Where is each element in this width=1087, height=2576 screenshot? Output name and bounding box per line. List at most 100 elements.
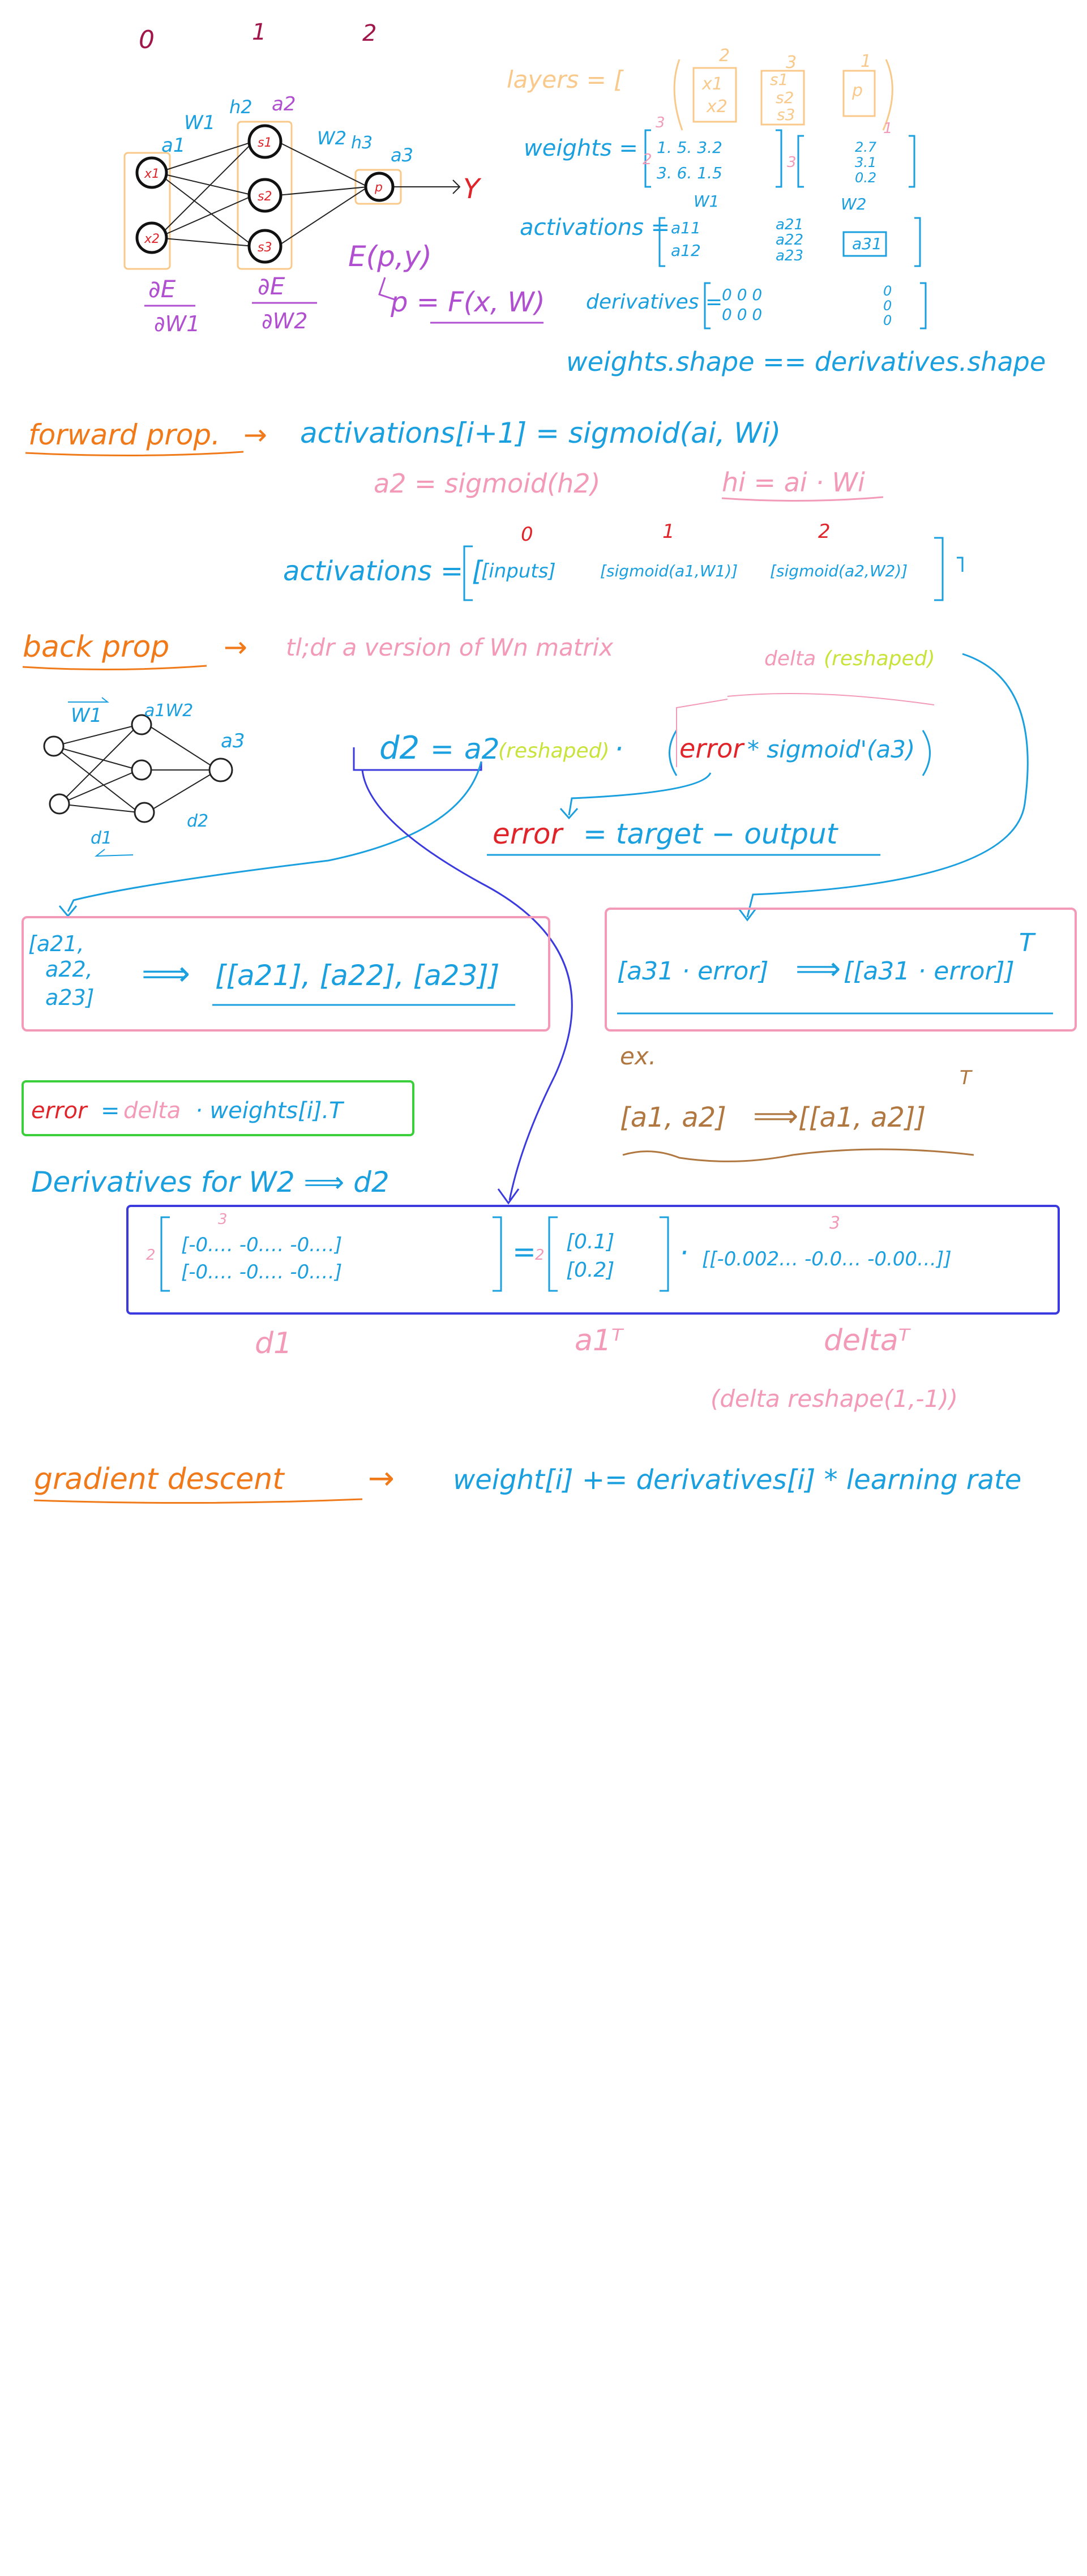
- label-w1: W1: [184, 112, 215, 134]
- svg-text:x1: x1: [701, 74, 723, 94]
- node-s1: s1: [247, 124, 283, 159]
- derivatives-blue-box: 2 3 [-0.… -0.… -0.…] [-0.… -0.… -0.…] = …: [126, 1205, 1060, 1315]
- input-layer-box: [123, 152, 171, 270]
- layer-index-2: 2: [362, 20, 376, 46]
- label-a1: a1: [161, 134, 185, 157]
- svg-text:[a21,: [a21,: [28, 931, 84, 956]
- svg-text:0: 0: [883, 298, 892, 314]
- svg-text:d1: d1: [255, 1326, 292, 1360]
- shape-note: weights.shape == derivatives.shape: [566, 346, 1046, 377]
- svg-text:2: 2: [643, 151, 652, 168]
- gradient-descent-section: gradient descent → weight[i] += derivati…: [33, 1460, 1021, 1504]
- delta-note: delta: [764, 647, 816, 670]
- backprop-desc: tl;dr a version of Wn matrix: [286, 634, 614, 661]
- svg-text:a2: a2: [464, 733, 499, 765]
- forward-title: forward prop.: [28, 418, 220, 451]
- svg-text:a3: a3: [221, 730, 245, 752]
- svg-text:deltaᵀ: deltaᵀ: [824, 1324, 911, 1358]
- svg-text:T: T: [960, 1067, 973, 1089]
- output-arrow: [452, 179, 461, 194]
- svg-text:3: 3: [829, 1213, 840, 1233]
- layer-index-0: 0: [139, 25, 155, 54]
- svg-text:a21: a21: [776, 216, 803, 233]
- svg-text:a1ᵀ: a1ᵀ: [575, 1324, 624, 1358]
- small-network: W1 a1W2 a3 d1 d2: [43, 697, 245, 857]
- label-a2: a2: [272, 93, 296, 115]
- derivatives-label: derivatives =: [586, 290, 722, 314]
- svg-text:=: =: [430, 733, 454, 765]
- svg-text:p: p: [374, 181, 383, 195]
- svg-text:ex.: ex.: [620, 1042, 656, 1070]
- gradient-title: gradient descent: [34, 1462, 285, 1496]
- d2-equation: d2 = a2 (reshaped) · error * sigmoid'(a3…: [379, 693, 935, 776]
- svg-text:∂E: ∂E: [148, 275, 176, 303]
- svg-text:d2: d2: [379, 730, 420, 767]
- svg-text:[[a1, a2]]: [[a1, a2]]: [798, 1102, 926, 1133]
- weights-w2-matrix: 3 1 2.7 3.1 0.2 W2: [787, 120, 915, 213]
- pink-box-left: [a21, a22, a23] ⟹ [[a21], [a22], [a23]]: [22, 916, 550, 1032]
- svg-text:a22,: a22,: [45, 957, 93, 982]
- svg-text:=: =: [101, 1098, 120, 1124]
- layers-label: layers = [: [507, 66, 624, 93]
- svg-text:W2: W2: [841, 195, 867, 213]
- error-definition: error = target − output: [487, 818, 880, 856]
- derivatives-labels: d1 a1ᵀ deltaᵀ (delta reshape(1,-1)): [255, 1324, 958, 1413]
- node-x2: x2: [135, 221, 168, 254]
- svg-text:·: ·: [614, 733, 623, 765]
- svg-text:=: =: [512, 1235, 536, 1268]
- svg-text:a11: a11: [671, 219, 701, 237]
- svg-text:1. 5. 3.2: 1. 5. 3.2: [657, 138, 722, 157]
- gradient-arrow: →: [368, 1460, 395, 1497]
- svg-text:a31: a31: [852, 234, 882, 253]
- example-transpose: ex. [a1, a2] ⟹ [[a1, a2]] T: [620, 1042, 974, 1162]
- svg-text:x2: x2: [706, 97, 727, 117]
- node-s2: s2: [247, 178, 283, 213]
- svg-text:a22: a22: [776, 232, 803, 249]
- derivatives-structure: 0 0 0 0 0 0 0 0 0: [704, 282, 927, 330]
- svg-text:2: 2: [535, 1247, 545, 1264]
- svg-text:3. 6. 1.5: 3. 6. 1.5: [657, 164, 722, 182]
- svg-text:s2: s2: [776, 88, 794, 107]
- svg-text:⟹: ⟹: [795, 951, 841, 987]
- layer-index-1: 1: [252, 19, 266, 45]
- svg-text:(delta reshape(1,-1)): (delta reshape(1,-1)): [711, 1385, 958, 1413]
- svg-text:3: 3: [218, 1211, 228, 1228]
- backprop-section: back prop → tl;dr a version of Wn matrix…: [22, 630, 1029, 1205]
- svg-text:0.2: 0.2: [855, 170, 876, 186]
- fraction-dE-dW1: ∂E ∂W1: [144, 275, 200, 336]
- delta-note-paren: (reshaped): [824, 647, 935, 670]
- backprop-arrow: →: [224, 631, 247, 664]
- pink-box-right: [a31 · error] ⟹ [[a31 · error]] T: [605, 908, 1077, 1032]
- svg-text:a23]: a23]: [45, 985, 94, 1010]
- derivatives-w2-title: Derivatives for W2 ⟹ d2: [31, 1166, 390, 1199]
- svg-text:a1W2: a1W2: [144, 701, 193, 721]
- svg-text:⟹: ⟹: [142, 954, 190, 994]
- svg-text:0: 0: [883, 313, 892, 328]
- svg-text:[[a31 · error]]: [[a31 · error]]: [844, 957, 1015, 986]
- label-h3: h3: [351, 133, 373, 153]
- svg-text:x2: x2: [144, 232, 160, 246]
- svg-text:·: ·: [679, 1236, 688, 1269]
- node-x1: x1: [135, 156, 168, 189]
- forward-formula: activations[i+1] = sigmoid(ai, Wi): [300, 417, 781, 450]
- svg-text:[-0.… -0.… -0.…]: [-0.… -0.… -0.…]: [181, 1261, 342, 1283]
- svg-text:2: 2: [719, 46, 730, 66]
- svg-text:s1: s1: [258, 136, 272, 150]
- error-to-p-arrow: [378, 277, 397, 301]
- svg-text:0 0 0: 0 0 0: [722, 285, 762, 304]
- svg-text:s3: s3: [258, 241, 272, 255]
- svg-text:[a31 · error]: [a31 · error]: [617, 957, 769, 986]
- svg-text:1: 1: [883, 120, 893, 137]
- error-down-arrow: [568, 772, 712, 816]
- svg-text:s1: s1: [770, 70, 788, 89]
- svg-text:= target − output: = target − output: [583, 818, 839, 850]
- error-function: E(p,y): [348, 240, 432, 273]
- p-function: p = F(x, W): [390, 286, 545, 318]
- data-structures: layers = [ 2 3 1 x1 x2 s1 s2 s3 p weight…: [507, 46, 1046, 377]
- forward-arrow: →: [243, 418, 267, 451]
- svg-text:1: 1: [861, 52, 871, 71]
- layers-list: 2 3 1 x1 x2 s1 s2 s3 p: [701, 46, 871, 124]
- svg-text:d2: d2: [187, 811, 208, 831]
- delta-curve-arrow: [746, 653, 1029, 918]
